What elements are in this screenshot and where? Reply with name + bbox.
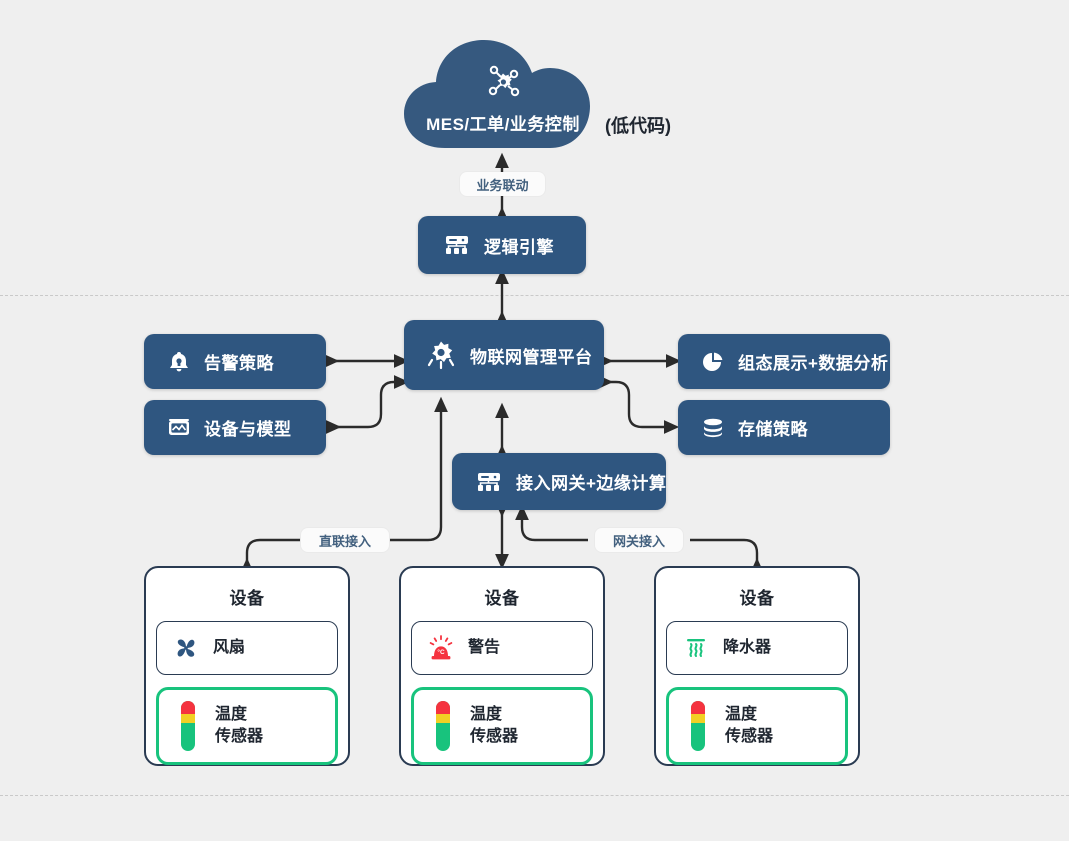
section-divider-top: [0, 295, 1069, 296]
gateway-icon: [442, 233, 472, 257]
temperature-sensor-icon: [171, 700, 205, 752]
device-row-primary[interactable]: °C 警告: [411, 621, 593, 675]
device-row-primary-label: 风扇: [213, 639, 246, 657]
iot-gear-icon: [424, 339, 458, 371]
alarm-siren-icon: °C: [424, 634, 458, 662]
device-model-icon: [166, 417, 192, 439]
sensor-label-line2: 传感器: [470, 728, 519, 745]
node-alarm-policy[interactable]: 告警策略: [144, 334, 326, 389]
node-logic-engine-label: 逻辑引擎: [484, 237, 554, 257]
device-row-primary[interactable]: 降水器: [666, 621, 848, 675]
edge-label-direct-access-text: 直联接入: [318, 533, 371, 549]
node-alarm-policy-label: 告警策略: [204, 354, 274, 373]
iot-gear-icon: [481, 60, 525, 109]
sensor-label-line1: 温度: [725, 706, 758, 724]
sensor-label-line2: 传感器: [725, 728, 774, 745]
bell-icon: [166, 350, 192, 374]
device-row-sensor-label: 温度 传感器: [215, 704, 263, 747]
device-row-sensor-label: 温度 传感器: [725, 704, 773, 747]
sensor-label-line1: 温度: [215, 706, 248, 724]
device-row-sensor[interactable]: 温度 传感器: [411, 687, 593, 765]
device-card[interactable]: 设备 风扇: [144, 566, 350, 766]
sensor-label-line1: 温度: [470, 706, 503, 724]
node-visual-analysis[interactable]: 组态展示+数据分析: [678, 334, 890, 389]
node-logic-engine[interactable]: 逻辑引擎: [418, 216, 586, 274]
edge-label-gateway-access: 网关接入: [595, 528, 683, 552]
database-icon: [700, 417, 726, 439]
node-iot-platform[interactable]: 物联网管理平台: [404, 320, 604, 390]
gateway-icon: [474, 470, 504, 494]
device-row-primary[interactable]: 风扇: [156, 621, 338, 675]
device-card[interactable]: 设备 降水器: [654, 566, 860, 766]
sensor-label-line2: 传感器: [215, 728, 264, 745]
device-card-title: 设备: [484, 589, 520, 608]
low-code-annotation: (低代码): [605, 116, 671, 136]
device-row-sensor[interactable]: 温度 传感器: [666, 687, 848, 765]
pie-chart-icon: [700, 351, 726, 373]
edge-label-business-link-text: 业务联动: [476, 177, 529, 193]
cloud-shape: [404, 40, 590, 148]
svg-text:°C: °C: [437, 648, 445, 656]
temperature-sensor-icon: [681, 700, 715, 752]
node-storage-policy[interactable]: 存储策略: [678, 400, 890, 455]
node-visual-analysis-label: 组态展示+数据分析: [738, 354, 889, 373]
device-row-sensor[interactable]: 温度 传感器: [156, 687, 338, 765]
device-card[interactable]: 设备 °C 警告: [399, 566, 605, 766]
device-row-primary-label: 降水器: [723, 639, 772, 657]
device-card-title: 设备: [229, 589, 265, 608]
node-device-model[interactable]: 设备与模型: [144, 400, 326, 455]
edge-label-direct-access: 直联接入: [301, 528, 389, 552]
node-gateway-edge[interactable]: 接入网关+边缘计算: [452, 453, 666, 510]
device-row-primary-label: 警告: [468, 639, 501, 657]
node-device-model-label: 设备与模型: [204, 420, 292, 439]
cloud-mes-node[interactable]: MES/工单/业务控制: [398, 36, 608, 154]
device-card-title: 设备: [739, 589, 775, 608]
temperature-sensor-icon: [426, 700, 460, 752]
section-divider-bottom: [0, 795, 1069, 796]
cloud-label: MES/工单/业务控制: [426, 115, 580, 134]
fan-icon: [169, 635, 203, 661]
node-gateway-edge-label: 接入网关+边缘计算: [516, 474, 667, 493]
sprinkler-icon: [679, 635, 713, 661]
edge-label-gateway-access-text: 网关接入: [612, 533, 665, 549]
node-storage-policy-label: 存储策略: [738, 420, 808, 439]
device-row-sensor-label: 温度 传感器: [470, 704, 518, 747]
edge-label-business-link: 业务联动: [460, 172, 545, 196]
node-iot-platform-label: 物联网管理平台: [470, 347, 593, 367]
